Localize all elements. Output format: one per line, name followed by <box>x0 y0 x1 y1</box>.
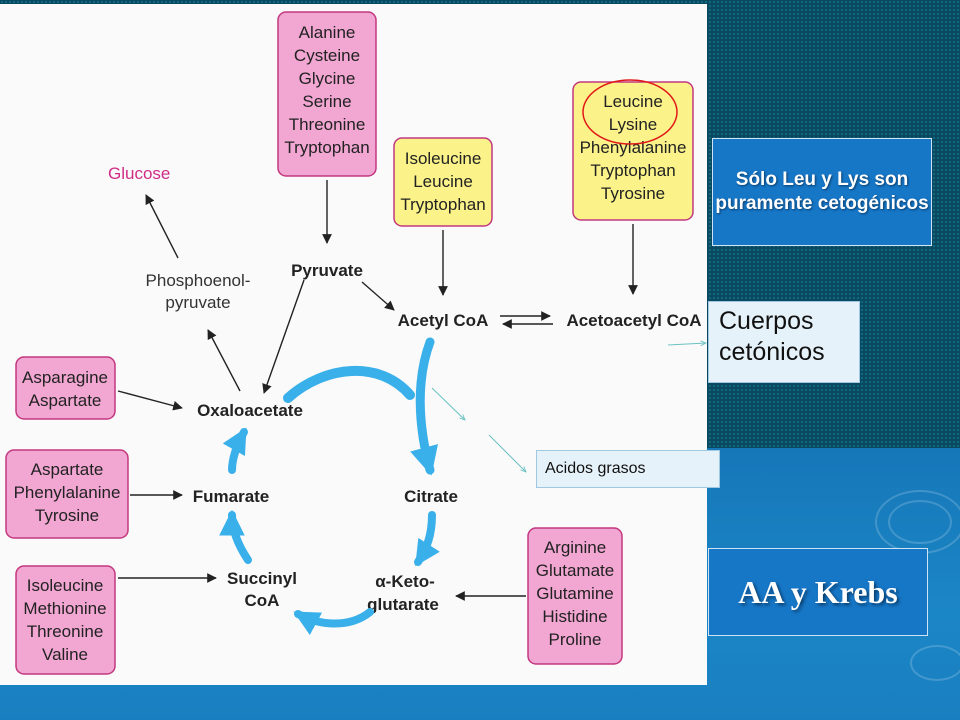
box-asparagine-item: Aspartate <box>29 391 102 410</box>
node-acetoacetyl-coa: Acetoacetyl CoA <box>566 311 701 330</box>
fatty-acids-callout: Acidos grasos <box>536 450 720 488</box>
box-leucine-yellow-labels: Leucine Lysine Phenylalanine Tryptophan … <box>580 92 687 203</box>
box-isoleucine-pink-item: Methionine <box>23 599 106 618</box>
box-leucine-yellow-item: Phenylalanine <box>580 138 687 157</box>
box-isoleucine-yellow <box>393 137 493 227</box>
box-aspartate-labels: Aspartate Phenylalanine Tyrosine <box>14 460 121 525</box>
box-alanine-labels: Alanine Cysteine Glycine Serine Threonin… <box>284 23 369 157</box>
box-leucine-yellow-item: Tyrosine <box>601 184 665 203</box>
arrow-pep-to-glucose <box>145 194 179 259</box>
arrow-oxaloacetate-to-pep <box>207 329 241 392</box>
cycle-arrow-oxaloacetate-to-citrate <box>283 365 415 403</box>
highlight-circle <box>582 79 678 145</box>
arrow-asparagine-to-oxaloacetate <box>117 390 183 411</box>
box-aspartate-item: Phenylalanine <box>14 483 121 502</box>
krebs-cycle-arrows <box>219 337 440 636</box>
box-arginine-item: Arginine <box>544 538 606 557</box>
box-isoleucine-pink-item: Isoleucine <box>27 576 104 595</box>
box-leucine-yellow-item: Lysine <box>609 115 658 134</box>
box-arginine <box>527 527 623 665</box>
box-alanine-item: Serine <box>302 92 351 111</box>
node-succinyl-coa-line1: Succinyl <box>227 569 297 588</box>
box-alanine-item: Threonine <box>289 115 366 134</box>
connector-to-acidos <box>488 434 526 472</box>
connector-acetylcoa-1 <box>431 387 465 420</box>
node-fumarate: Fumarate <box>193 487 270 506</box>
node-succinyl-coa-line2: CoA <box>245 591 280 610</box>
node-ketoglutarate-line2: glutarate <box>367 595 439 614</box>
box-alanine-item: Tryptophan <box>284 138 369 157</box>
cycle-arrow-fumarate-to-oxaloacetate <box>222 427 248 474</box>
box-isoleucine-pink-item: Threonine <box>27 622 104 641</box>
box-arginine-item: Proline <box>549 630 602 649</box>
box-arginine-item: Glutamine <box>536 584 613 603</box>
box-aspartate <box>5 449 129 539</box>
box-isoleucine-yellow-item: Leucine <box>413 172 473 191</box>
node-pyruvate: Pyruvate <box>291 261 363 280</box>
box-isoleucine-pink-item: Valine <box>42 645 88 664</box>
node-oxaloacetate: Oxaloacetate <box>197 401 303 420</box>
box-asparagine-item: Asparagine <box>22 368 108 387</box>
box-aspartate-item: Aspartate <box>31 460 104 479</box>
cycle-arrow-citrate-to-ketoglutarate <box>414 511 440 567</box>
box-alanine-item: Glycine <box>299 69 356 88</box>
box-alanine-group <box>277 11 377 177</box>
box-leucine-yellow-item: Leucine <box>603 92 663 111</box>
arrow-pyruvate-to-oxaloacetate <box>262 279 305 394</box>
box-asparagine-labels: Asparagine Aspartate <box>22 368 108 410</box>
node-ketoglutarate-line1: α-Keto- <box>375 572 435 591</box>
cycle-arrow-acetylcoa-to-citrate <box>410 337 438 476</box>
box-alanine-item: Cysteine <box>294 46 360 65</box>
box-leucine-yellow-item: Tryptophan <box>590 161 675 180</box>
box-isoleucine-pink-labels: Isoleucine Methionine Threonine Valine <box>23 576 106 664</box>
box-isoleucine-yellow-item: Isoleucine <box>405 149 482 168</box>
ketogenic-note-box: Sólo Leu y Lys son puramente cetogénicos <box>712 138 932 246</box>
box-isoleucine-yellow-item: Tryptophan <box>400 195 485 214</box>
arrow-pyruvate-to-acetylcoa <box>361 281 395 311</box>
cycle-arrow-succinylcoa-to-fumarate <box>219 509 252 564</box>
box-arginine-item: Glutamate <box>536 561 614 580</box>
connector-to-cuerpos <box>667 343 706 345</box>
box-arginine-labels: Arginine Glutamate Glutamine Histidine P… <box>536 538 614 649</box>
pathway-arrows <box>117 180 638 601</box>
node-phosphoenolpyruvate-line1: Phosphoenol- <box>146 271 251 290</box>
box-isoleucine-pink <box>15 565 116 675</box>
node-citrate: Citrate <box>404 487 458 506</box>
node-phosphoenolpyruvate-line2: pyruvate <box>165 293 230 312</box>
node-glucose: Glucose <box>108 164 170 183</box>
node-acetyl-coa: Acetyl CoA <box>398 311 489 330</box>
callout-connectors <box>431 343 706 472</box>
box-isoleucine-yellow-labels: Isoleucine Leucine Tryptophan <box>400 149 485 214</box>
box-asparagine <box>15 356 116 420</box>
water-ripple-decoration <box>910 645 960 681</box>
box-leucine-yellow <box>572 81 694 221</box>
ketone-bodies-callout: Cuerpos cetónicos <box>708 301 860 383</box>
cycle-arrow-ketoglutarate-to-succinylcoa <box>293 608 374 636</box>
box-arginine-item: Histidine <box>542 607 607 626</box>
slide-title-box: AA y Krebs <box>708 548 928 636</box>
box-aspartate-item: Tyrosine <box>35 506 99 525</box>
box-alanine-item: Alanine <box>299 23 356 42</box>
